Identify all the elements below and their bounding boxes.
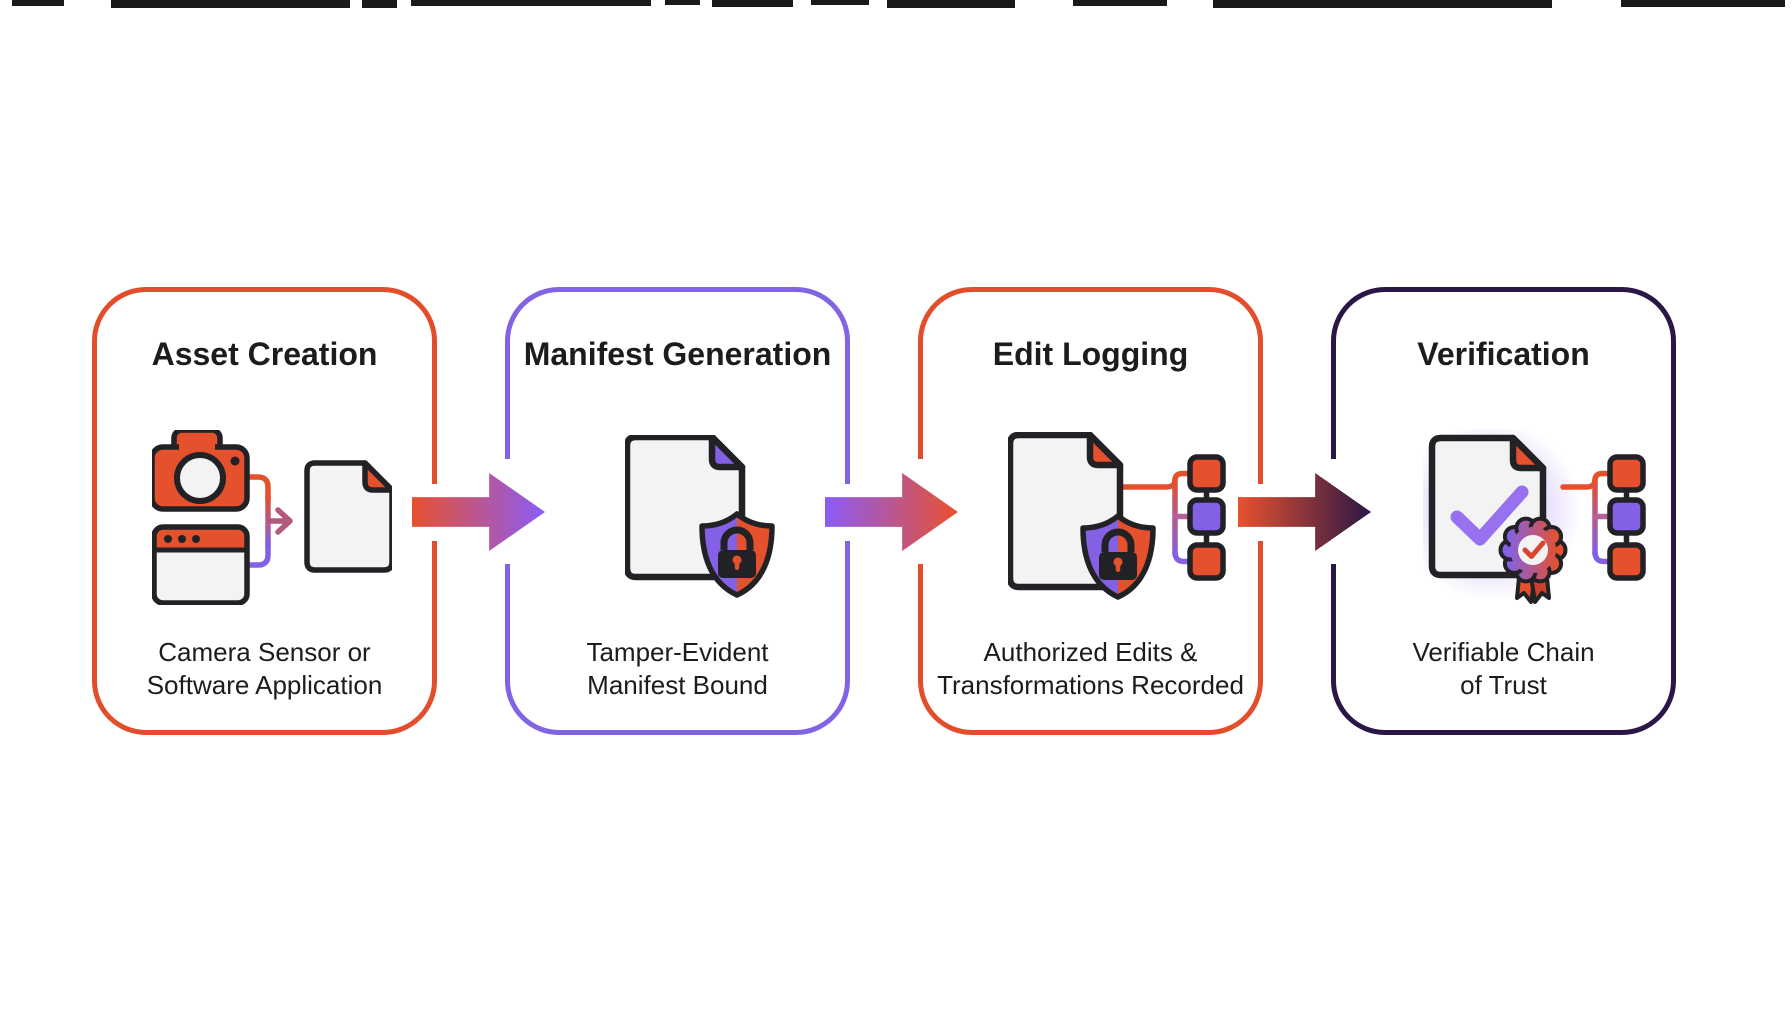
rosette-badge-icon xyxy=(1498,516,1568,604)
step-title-verification: Verification xyxy=(1417,336,1590,372)
step-title-edit-logging: Edit Logging xyxy=(992,336,1189,372)
caption-line: Camera Sensor or xyxy=(158,637,371,667)
step-card-manifest-generation: Manifest Generation xyxy=(505,287,850,735)
step-caption-manifest-generation: Tamper-Evident Manifest Bound xyxy=(510,636,845,702)
caption-line: Transformations Recorded xyxy=(937,670,1244,700)
small-flow-arrow-icon xyxy=(267,507,293,535)
top-edge-fragment xyxy=(12,0,64,6)
caption-line: Software Application xyxy=(146,670,383,700)
step-caption-edit-logging: Authorized Edits & Transformations Recor… xyxy=(923,636,1258,702)
top-edge-fragment xyxy=(712,0,793,7)
caption-line: Verifiable Chain xyxy=(1412,637,1595,667)
step-caption-asset-creation: Camera Sensor or Software Application xyxy=(97,636,432,702)
top-edge-fragment xyxy=(1213,0,1552,8)
step-caption-verification: Verifiable Chain of Trust xyxy=(1336,636,1671,702)
caption-line: Authorized Edits & xyxy=(983,637,1198,667)
file-shield-lock-with-version-tree-icon xyxy=(1008,432,1228,607)
step-card-edit-logging: Edit Logging xyxy=(918,287,1263,735)
step-card-verification: Verification xyxy=(1331,287,1676,735)
badge-checkmark-icon xyxy=(1522,540,1546,559)
top-edge-fragment xyxy=(887,0,1015,8)
top-edge-fragment xyxy=(1621,0,1785,7)
version-tree-icon xyxy=(1560,454,1646,581)
verified-file-rosette-badge-version-tree-icon xyxy=(1423,429,1653,621)
top-edge-fragments xyxy=(0,0,1792,10)
top-edge-fragment xyxy=(111,0,350,8)
file-with-shield-lock-icon xyxy=(625,435,780,600)
shield-lock-icon xyxy=(699,511,775,598)
top-edge-fragment xyxy=(1073,0,1167,6)
top-edge-fragment xyxy=(665,0,700,5)
app-window-icon xyxy=(152,524,250,605)
verified-file-icon xyxy=(1428,434,1547,579)
caption-line: Manifest Bound xyxy=(587,670,768,700)
version-tree-icon xyxy=(1117,454,1226,581)
top-edge-fragment xyxy=(362,0,397,8)
shield-lock-icon xyxy=(1080,513,1156,600)
caption-line: of Trust xyxy=(1460,670,1547,700)
top-edge-fragment xyxy=(811,0,869,5)
step-title-asset-creation: Asset Creation xyxy=(151,336,378,372)
camera-and-app-window-to-file-icon xyxy=(152,430,392,605)
top-edge-fragment xyxy=(1424,0,1464,5)
step-card-asset-creation: Asset Creation xyxy=(92,287,437,735)
checkmark-icon xyxy=(1450,485,1529,546)
connector-lines xyxy=(244,474,293,568)
step-title-manifest-generation: Manifest Generation xyxy=(523,336,832,372)
top-edge-fragment xyxy=(411,0,651,6)
file-icon xyxy=(304,460,392,573)
caption-line: Tamper-Evident xyxy=(586,637,769,667)
camera-icon xyxy=(152,430,250,512)
